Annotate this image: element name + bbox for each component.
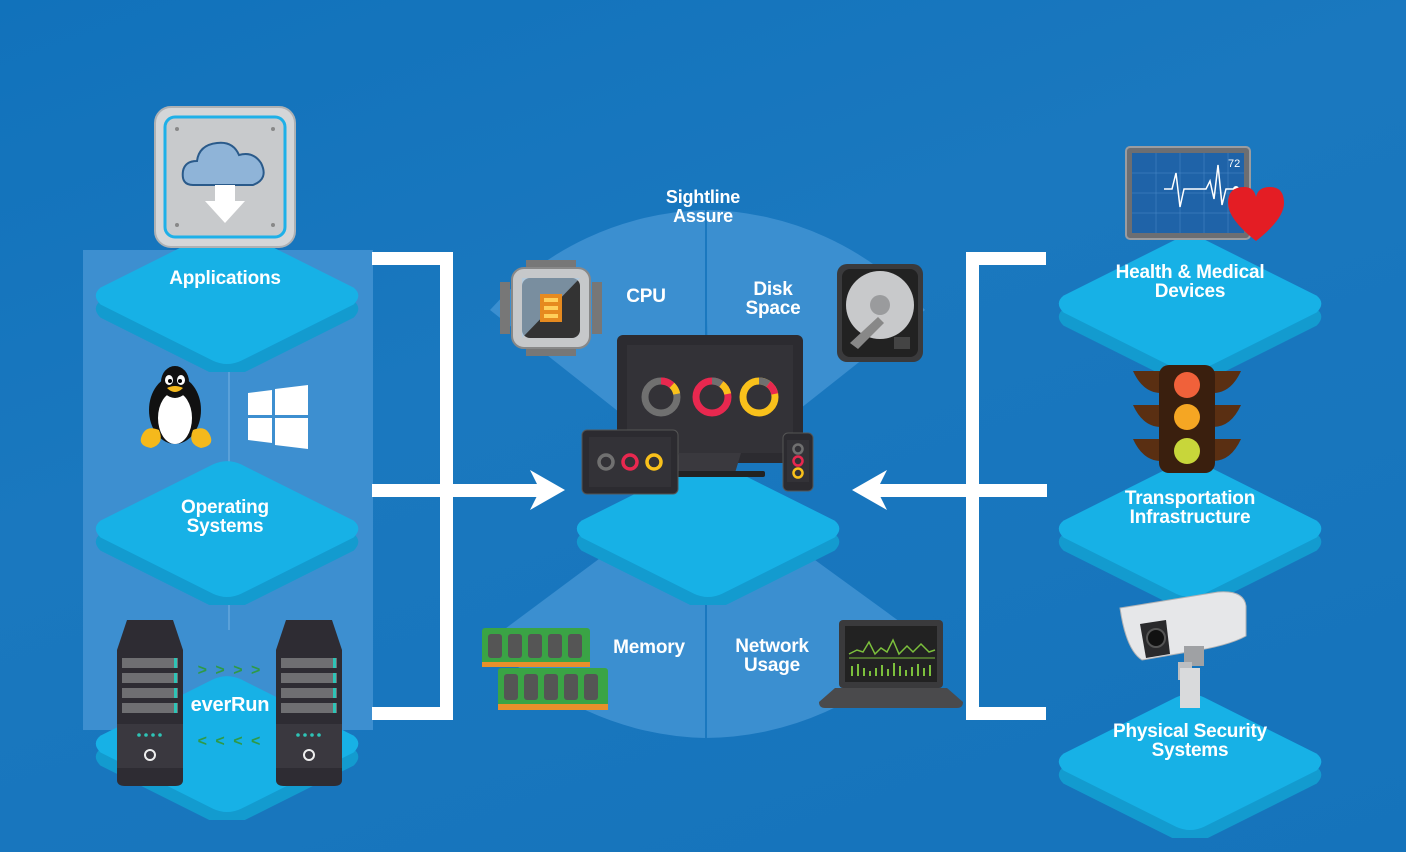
connector-right-middle [875, 484, 1047, 497]
ram-module-icon [482, 628, 608, 710]
title-line-2: Assure [673, 206, 733, 226]
label-line-1: Operating [181, 497, 269, 518]
connector-right-top [966, 252, 1046, 265]
sightline-assure-title: Sightline Assure [628, 188, 778, 226]
donut-red-gray-segment [692, 377, 732, 417]
arrow-left-icon [852, 470, 887, 510]
label-line-2: Space [745, 298, 801, 319]
disk-space-label: Disk Space [730, 280, 816, 318]
memory-label: Memory [613, 637, 685, 658]
linux-penguin-icon [140, 366, 212, 448]
connector-left-middle [372, 484, 542, 497]
cloud-download-icon [154, 106, 296, 248]
platform-security [1058, 694, 1322, 838]
label-line-1: Health & Medical [1115, 262, 1265, 283]
operating-systems-label: Operating Systems [130, 498, 320, 536]
label-line-2: Systems [186, 516, 264, 537]
transportation-label: Transportation Infrastructure [1090, 489, 1290, 527]
label-line-1: Network [735, 636, 809, 657]
donut-yellow-gray-segment [739, 377, 779, 417]
title-line-1: Sightline [665, 187, 741, 207]
label-line-1: Transportation [1124, 488, 1256, 509]
heart-rate-reading: 72 [1228, 158, 1240, 170]
label-line-2: Usage [743, 655, 801, 676]
connector-right-bottom [966, 707, 1046, 720]
cpu-chip-icon [500, 260, 602, 356]
server-icon [117, 620, 183, 786]
tablet-icon [581, 429, 679, 495]
phone-icon [782, 432, 814, 492]
label-line-1: Physical Security [1113, 721, 1267, 742]
platform-health [1058, 236, 1322, 380]
laptop-graph-icon [819, 620, 963, 708]
label-line-2: Devices [1154, 281, 1226, 302]
security-camera-icon [1119, 591, 1247, 708]
traffic-light-icon [1133, 365, 1241, 473]
platform-transportation [1058, 461, 1322, 605]
hard-drive-icon [837, 264, 923, 362]
replication-back-arrows: < < < < [197, 733, 263, 750]
connector-left-top [372, 252, 452, 265]
donut-gray-red-segment [641, 377, 681, 417]
network-usage-label: Network Usage [722, 637, 822, 675]
server-icon [276, 620, 342, 786]
label-line-2: Systems [1151, 740, 1229, 761]
heart-monitor-icon: 72 [1125, 146, 1284, 241]
replication-forward-arrows: > > > > [197, 662, 263, 679]
everrun-label: everRun [190, 694, 270, 716]
arrow-right-icon [530, 470, 565, 510]
label-line-2: Infrastructure [1129, 507, 1251, 528]
physical-security-label: Physical Security Systems [1090, 722, 1290, 760]
label-line-1: Disk [753, 279, 793, 300]
applications-label: Applications [169, 268, 281, 289]
windows-logo-icon [248, 385, 308, 449]
connector-left-bottom [372, 707, 452, 720]
health-medical-label: Health & Medical Devices [1090, 263, 1290, 301]
monitor-donut-charts [641, 377, 779, 417]
cpu-label: CPU [626, 286, 666, 307]
